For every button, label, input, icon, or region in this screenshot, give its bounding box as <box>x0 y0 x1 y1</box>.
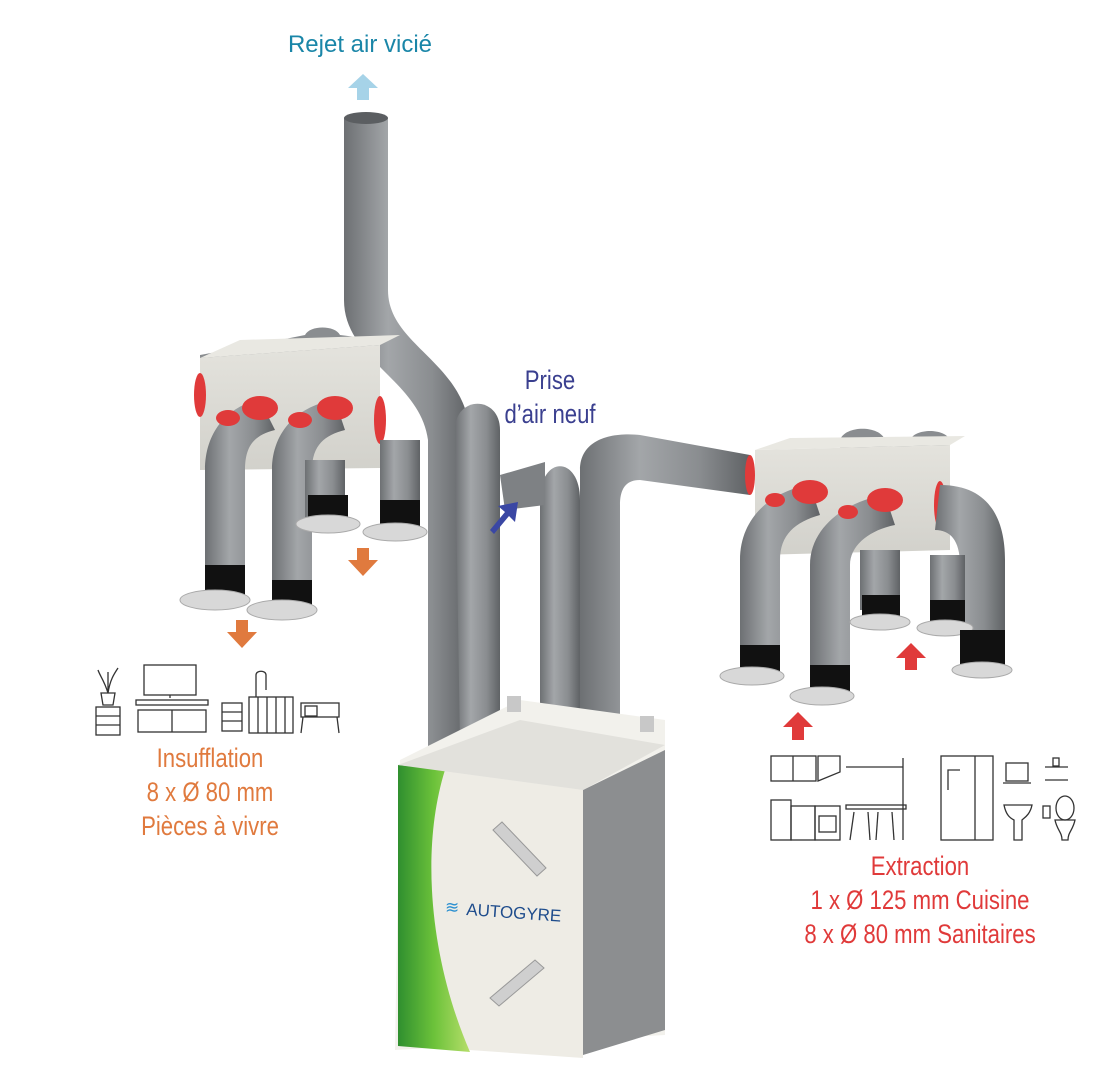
swirl-logo-icon: ≋ <box>445 898 459 917</box>
supply-arrow-icon <box>227 548 378 648</box>
fresh-air-label-line1: Prise <box>524 365 576 395</box>
extraction-label-sanitary: 8 x Ø 80 mm Sanitaires <box>804 918 1036 949</box>
supply-label-title: Insufflation <box>156 743 264 773</box>
kitchen-icon <box>770 755 907 841</box>
supply-label-rooms: Pièces à vivre <box>141 810 279 841</box>
nightstand-icon <box>221 702 243 732</box>
exhaust-arrow-icon <box>348 74 378 100</box>
extraction-arrow-icon <box>783 643 926 740</box>
extraction-plenum <box>755 428 965 555</box>
extraction-label-title: Extraction <box>870 851 970 881</box>
toilet-shelf-icon <box>1042 757 1076 841</box>
handle-icon <box>489 821 547 1007</box>
tv-stand-icon <box>135 664 209 733</box>
bench-icon <box>300 702 340 734</box>
unit-ducts <box>455 403 755 760</box>
supply-label-spec: 8 x Ø 80 mm <box>146 776 274 807</box>
wet-room-icons <box>770 755 1076 841</box>
supply-label: Insufflation 8 x Ø 80 mm Pièces à vivre <box>95 742 325 843</box>
shower-icon <box>940 755 994 841</box>
exhaust-duct <box>344 112 470 760</box>
fresh-air-label-line2: d’air neuf <box>504 398 596 429</box>
extraction-diffusers <box>719 595 1013 706</box>
living-room-icons <box>95 664 340 736</box>
fresh-air-arrow-icon <box>490 502 518 534</box>
extraction-ducts <box>740 480 1005 680</box>
fresh-air-label: Prise d’air neuf <box>484 364 615 432</box>
crib-icon <box>248 670 294 734</box>
exhaust-label-text: Rejet air vicié <box>287 31 433 58</box>
ventilation-unit: ≋ AUTOGYRE <box>395 696 665 1058</box>
extraction-label-kitchen: 1 x Ø 125 mm Cuisine <box>810 884 1030 915</box>
extraction-label: Extraction 1 x Ø 125 mm Cuisine 8 x Ø 80… <box>756 850 1084 951</box>
exhaust-label: Rejet air vicié <box>250 30 470 60</box>
sink-mirror-icon <box>1003 762 1033 841</box>
supply-diffusers <box>179 495 428 621</box>
plant-on-drawer-icon <box>95 667 121 736</box>
